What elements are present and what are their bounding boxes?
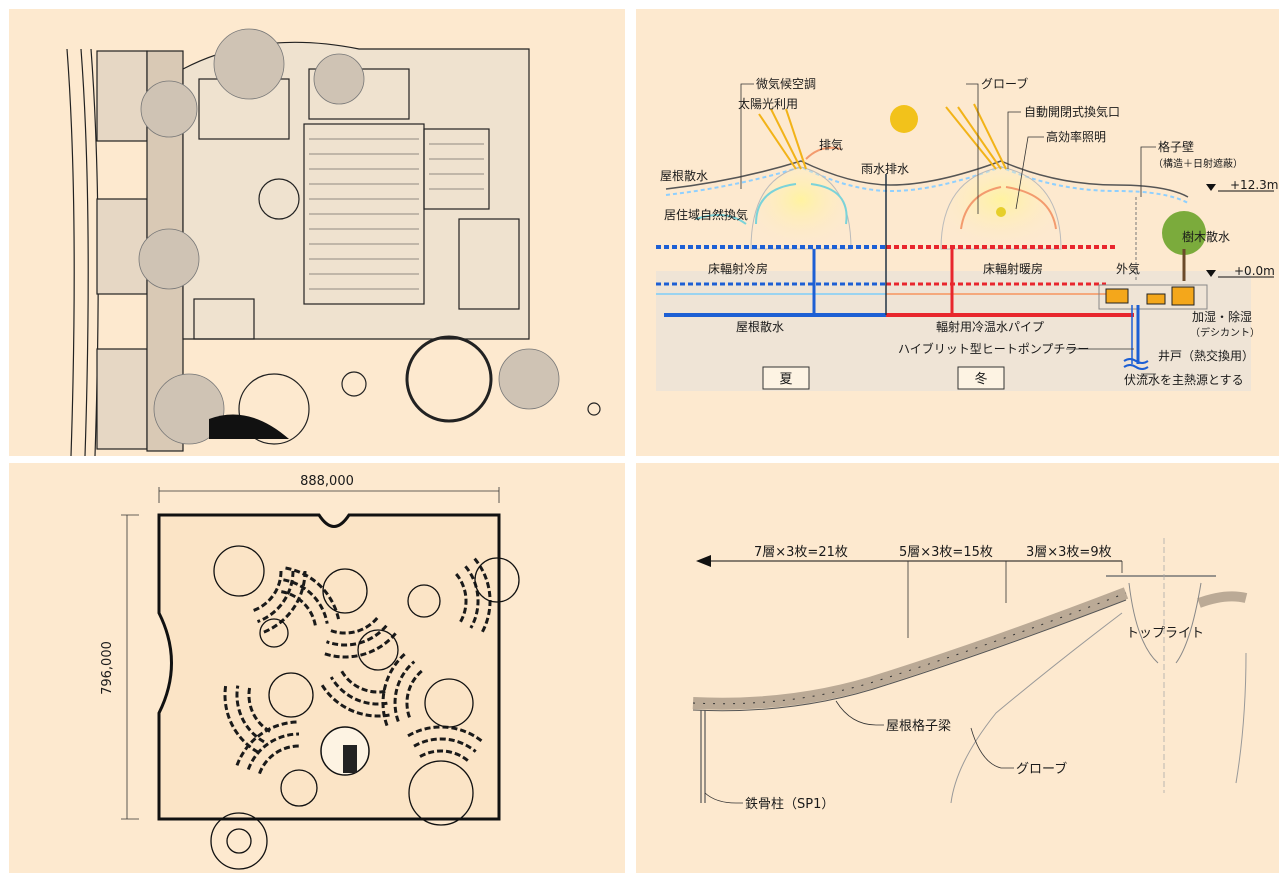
label-globe-detail: グローブ	[1016, 761, 1067, 777]
label-exhaust: 排気	[819, 137, 843, 152]
globe-curve	[950, 612, 1123, 804]
cool-airflow	[695, 183, 848, 225]
label-layers-5: 5層×3枚=15枚	[899, 545, 993, 560]
shelf-arc	[247, 687, 271, 733]
label-level-top: +12.3m	[1230, 178, 1278, 192]
sun-rays	[758, 103, 1007, 170]
label-winter: 冬	[974, 371, 987, 387]
roof-detail-panel: 7層×3枚=21枚 5層×3枚=15枚 3層×3枚=9枚 トップライト 屋根格子…	[636, 463, 1279, 873]
shelf-arc	[473, 557, 492, 635]
shelf-arc	[455, 573, 468, 623]
shelf-arc	[223, 683, 259, 754]
section-diagram-panel: 微気候空調 太陽光利用 排気 グローブ 自動開閉式換気口 高効率照明 格子壁 （…	[636, 9, 1279, 456]
warm-airflow	[805, 146, 1057, 230]
summer-box	[762, 366, 810, 390]
label-summer: 夏	[779, 372, 792, 387]
label-floor-cool: 床輻射冷房	[708, 261, 768, 276]
shelf-arc	[393, 660, 416, 723]
dimension-arrow	[696, 555, 711, 567]
winter-box	[957, 366, 1005, 390]
label-lattice-wall: 格子壁	[1158, 139, 1194, 154]
shelf-arc	[319, 682, 390, 718]
label-rain-drain: 雨水排水	[861, 162, 909, 176]
label-humid: 加湿・除湿	[1192, 309, 1252, 324]
water-waves	[1123, 358, 1149, 370]
label-toplight: トップライト	[1126, 626, 1204, 641]
shelf-arc	[285, 566, 341, 622]
equipment-box	[1105, 288, 1129, 304]
shelf-arc	[330, 617, 379, 635]
shelf-arc	[235, 685, 265, 744]
label-natural-vent: 居住域自然換気	[664, 207, 748, 222]
label-roof-spray-bottom: 屋根散水	[736, 319, 784, 334]
label-groundwater: 伏流水を主熱源とする	[1124, 373, 1244, 387]
label-level-ground: +0.0m	[1234, 264, 1275, 278]
shelf-arc	[246, 732, 300, 771]
shelf-arc	[281, 590, 317, 626]
label-column: 鉄骨柱（SP1）	[745, 797, 834, 812]
label-tree-spray: 樹木散水	[1182, 229, 1230, 244]
shelf-arc	[258, 744, 300, 775]
globe-summer	[750, 166, 852, 250]
climate-section-diagram: 微気候空調 太陽光利用 排気 グローブ 自動開閉式換気口 高効率照明 格子壁 （…	[656, 76, 1278, 391]
shelf-arc	[419, 749, 469, 762]
shelf-arc	[405, 669, 423, 718]
roof-line	[665, 160, 1189, 198]
shelf-arc	[235, 720, 300, 766]
label-lattice-wall-note: （構造＋日射遮蔽）	[1153, 157, 1243, 170]
upper-floor-outline	[157, 513, 501, 821]
label-desiccant: （デシカント）	[1190, 326, 1260, 339]
label-beam: 屋根格子梁	[886, 718, 951, 734]
label-solar: 太陽光利用	[738, 96, 798, 111]
roof-lattice-detail: 7層×3枚=21枚 5層×3枚=15枚 3層×3枚=9枚 トップライト 屋根格子…	[692, 538, 1248, 812]
roof-spray-line	[665, 165, 1189, 204]
label-hi-light: 高効率照明	[1046, 129, 1106, 144]
upper-plan-panel: 888,000 796,000	[9, 463, 625, 873]
dimension-width: 888,000	[300, 474, 354, 489]
shelf-arc	[261, 570, 307, 635]
light-icon	[996, 207, 1006, 217]
label-floor-heat: 床輻射暖房	[983, 261, 1043, 276]
floor-plan-drawing	[66, 28, 601, 456]
shelf-arc	[413, 737, 477, 753]
shelf-arc	[464, 565, 480, 629]
shelf-arc	[329, 676, 388, 706]
label-outside-air: 外気	[1116, 261, 1140, 276]
label-well: 井戸（熱交換用）	[1158, 348, 1254, 363]
label-heatpump: ハイブリット型ヒートポンプチラー	[898, 341, 1089, 356]
shelf-arc	[252, 570, 283, 612]
shelf-arc	[340, 670, 386, 694]
reading-circles	[210, 545, 520, 870]
shelf-arc	[381, 651, 408, 727]
upper-floor-plan-drawing: 888,000 796,000	[100, 474, 520, 870]
shelf-arc	[321, 632, 397, 659]
label-layers-3: 3層×3枚=9枚	[1026, 545, 1112, 560]
label-microclimate: 微気候空調	[756, 76, 816, 91]
lattice-beam	[692, 587, 1129, 710]
dimension-height: 796,000	[100, 641, 115, 695]
label-auto-vent: 自動開閉式換気口	[1024, 104, 1120, 119]
label-globe: グローブ	[981, 76, 1028, 91]
label-layers-7: 7層×3枚=21枚	[754, 545, 848, 560]
dimension-lines	[121, 487, 500, 820]
sun-icon	[890, 105, 918, 133]
floor-plan-panel	[9, 9, 625, 456]
tree-icon	[1162, 211, 1206, 255]
shelf-arc	[283, 578, 329, 624]
label-roof-spray-top: 屋根散水	[660, 168, 708, 183]
shelf-arc	[256, 570, 295, 624]
label-pipe: 輻射用冷温水パイプ	[936, 319, 1044, 334]
